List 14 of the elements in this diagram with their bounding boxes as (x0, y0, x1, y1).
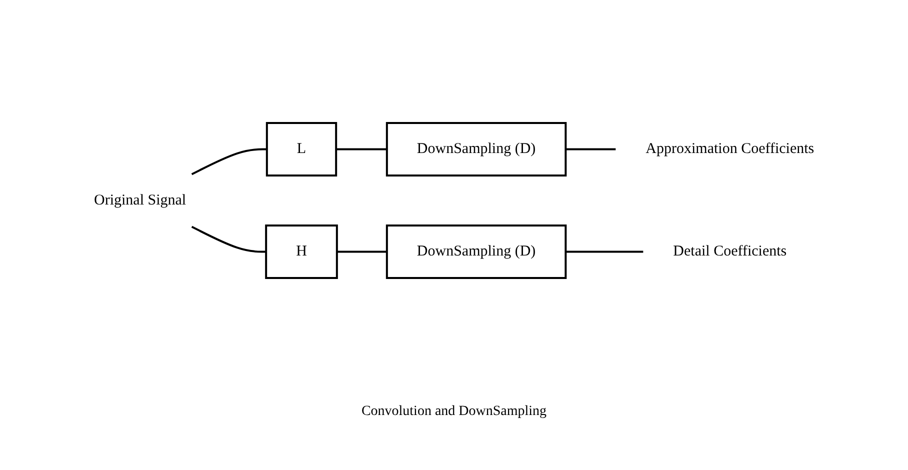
connector (336, 148, 387, 150)
connector (566, 250, 644, 252)
connector (191, 225, 266, 252)
node-box: H (265, 224, 338, 278)
node-text: Original Signal (94, 192, 186, 208)
node-box: DownSampling (D) (386, 224, 567, 278)
node-text: Detail Coefficients (673, 243, 787, 259)
connector (191, 148, 267, 175)
node-box: L (266, 122, 338, 176)
node-box: DownSampling (D) (386, 122, 567, 176)
connector (336, 250, 387, 252)
node-text: Approximation Coefficients (646, 140, 814, 156)
note-text: Convolution and DownSampling (361, 404, 547, 420)
connector (566, 148, 616, 150)
